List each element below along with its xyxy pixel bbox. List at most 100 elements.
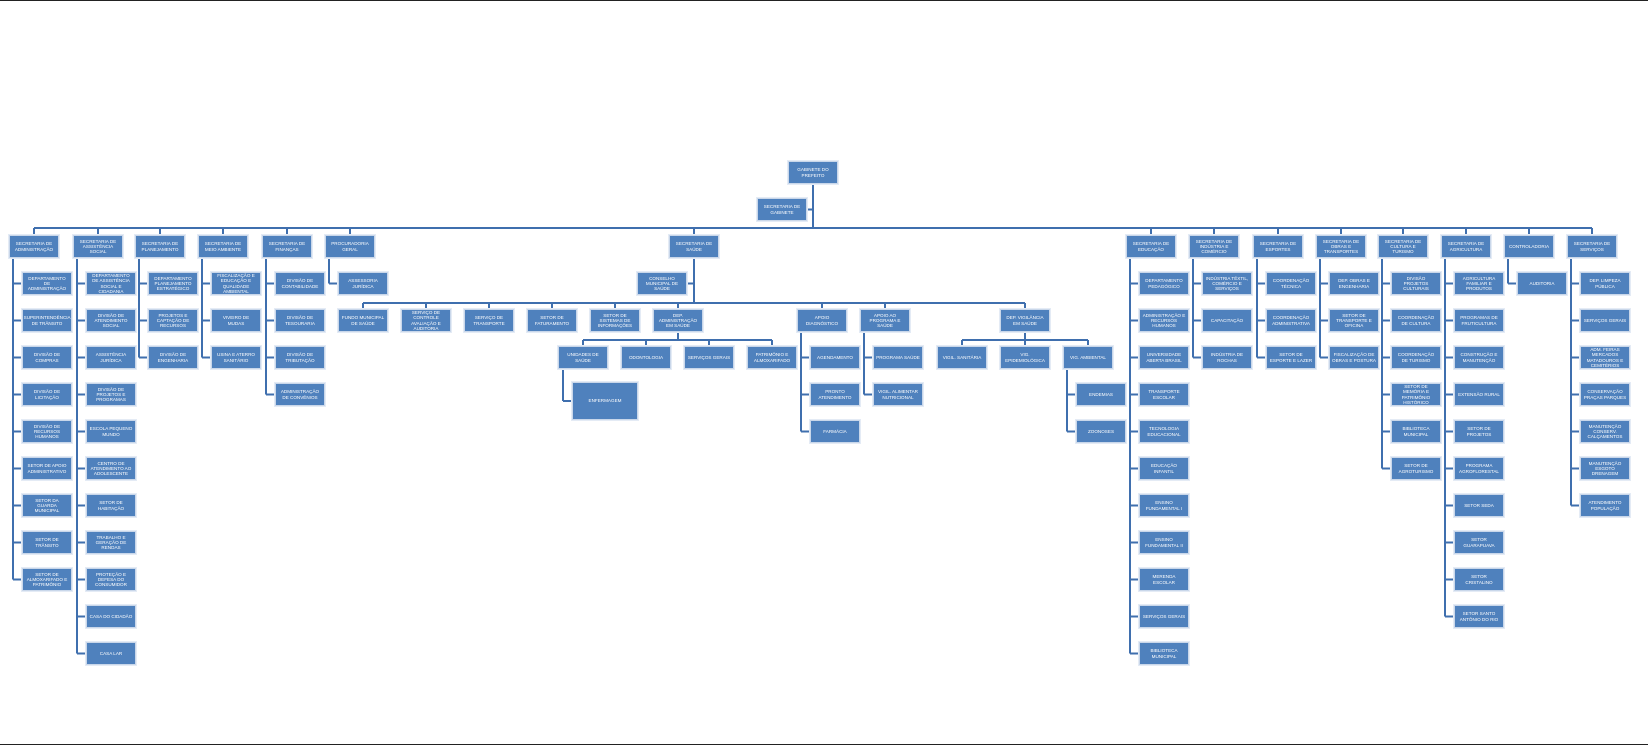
health-sub-unit-node: ENDEMIAS <box>1076 383 1126 406</box>
health-sub-unit-node: PRONTO ATENDIMENTO <box>810 383 860 406</box>
sub-unit-node: SETOR SEDA <box>1454 494 1504 517</box>
health-unit-node: SETOR DE SISTEMAS DE INFORMAÇÕES <box>590 309 640 332</box>
sub-unit-node: CASA DO CIDADÃO <box>86 605 136 628</box>
health-unit-node: FUNDO MUNICIPAL DE SAÚDE <box>338 309 388 332</box>
sub-unit-node: SETOR DE APOIO ADMINISTRATIVO <box>22 457 72 480</box>
health-sub-unit-node: VIG. AMBIENTAL <box>1063 346 1113 369</box>
health-sub-unit-node: ZOONOSES <box>1076 420 1126 443</box>
sub-unit-node: SERVIÇOS GERAIS <box>1580 309 1630 332</box>
sub-unit-node: SETOR DE ESPORTE E LAZER <box>1266 346 1316 369</box>
health-sub-unit-node: VIG. EPIDEMIOLÓGICA <box>1000 346 1050 369</box>
health-unit-node: APOIO AO PROGRAMA E SAÚDE <box>860 309 910 332</box>
sub-unit-node: COORDENAÇÃO DE CULTURA <box>1391 309 1441 332</box>
sub-unit-node: ADMINISTRAÇÃO E RECURSOS HUMANOS <box>1139 309 1189 332</box>
sub-unit-node: SETOR DE TRÂNSITO <box>22 531 72 554</box>
sub-unit-node: ESCOLA PEQUENO MUNDO <box>86 420 136 443</box>
sub-unit-node: SUPERINTENDÊNCIA DE TRÂNSITO <box>22 309 72 332</box>
sub-unit-node: SETOR SANTO ANTÔNIO DO RIO <box>1454 605 1504 628</box>
health-sub-unit-node: PATRIMÔNIO E ALMOXARIFADO <box>747 346 797 369</box>
sub-unit-node: COORDENAÇÃO DE TURISMO <box>1391 346 1441 369</box>
department-node: SECRETARIA DE SERVIÇOS <box>1567 235 1617 258</box>
sub-unit-node: EXTENSÃO RURAL <box>1454 383 1504 406</box>
node-gabinete-do-prefeito: GABINETE DO PREFEITO <box>788 161 838 184</box>
department-node: SECRETARIA DE AGRICULTURA <box>1441 235 1491 258</box>
sub-unit-node: DEPARTAMENTO PEDAGÓGICO <box>1139 272 1189 295</box>
health-sub-unit-node: UNIDADES DE SAÚDE <box>558 346 608 369</box>
department-node: PROCURADORIA GERAL <box>325 235 375 258</box>
sub-unit-node: CONSTRUÇÃO E MANUTENÇÃO <box>1454 346 1504 369</box>
sub-unit-node: INDÚSTRIA TÊXTIL, COMÉRCIO E SERVIÇOS <box>1202 272 1252 295</box>
department-node: SECRETARIA DE ASSISTÊNCIA SOCIAL <box>73 235 123 258</box>
sub-unit-node: SETOR CRISTALINO <box>1454 568 1504 591</box>
sub-unit-node: MANUTENÇÃO CONSERV. CALÇAMENTOS <box>1580 420 1630 443</box>
sub-unit-node: COORDENAÇÃO ADMINISTRATIVA <box>1266 309 1316 332</box>
sub-unit-node: DIVISÃO DE LICITAÇÃO <box>22 383 72 406</box>
sub-unit-node: SETOR DE MEMÓRIA E PATRIMÔNIO HISTÓRICO <box>1391 383 1441 406</box>
health-unit-node: DEP. VIGILÂNCIA EM SAÚDE <box>1000 309 1050 332</box>
sub-unit-node: CENTRO DE ATENDIMENTO AO ADOLESCENTE <box>86 457 136 480</box>
sub-unit-node: PROGRAMAS DE FRUTICULTURA <box>1454 309 1504 332</box>
health-sub-unit-node: PROGRAMA SAÚDE <box>873 346 923 369</box>
sub-unit-node: CAPACITAÇÃO <box>1202 309 1252 332</box>
sub-unit-node: MANUTENÇÃO ESGOTO DRENAGEM <box>1580 457 1630 480</box>
health-unit-node: SETOR DE FATURAMENTO <box>527 309 577 332</box>
sub-unit-node: CASA LAR <box>86 642 136 665</box>
sub-unit-node: FISCALIZAÇÃO DE OBRAS E POSTURA <box>1329 346 1379 369</box>
sub-unit-node: AGRICULTURA FAMILIAR E PRODUTOS <box>1454 272 1504 295</box>
health-sub-unit-node: VIGIL. ALIMENTAR NUTRICIONAL <box>873 383 923 406</box>
sub-unit-node: TRABALHO E GERAÇÃO DE RENDAS <box>86 531 136 554</box>
sub-unit-node: DEPARTAMENTO DE ASSISTÊNCIA SOCIAL E CID… <box>86 272 136 295</box>
department-node: SECRETARIA DE EDUCAÇÃO <box>1126 235 1176 258</box>
sub-unit-node: DEPARTAMENTO PLANEJAMENTO ESTRATÉGICO <box>148 272 198 295</box>
sub-unit-node: SETOR DA GUARDA MUNICIPAL <box>22 494 72 517</box>
department-node: SECRETARIA DE INDÚSTRIA E COMÉRCIO <box>1189 235 1239 258</box>
sub-unit-node: PROJETOS E CAPTAÇÃO DE RECURSOS <box>148 309 198 332</box>
sub-unit-node: DEP. OBRAS E ENGENHARIA <box>1329 272 1379 295</box>
sub-unit-node: ATENDIMENTO POPULAÇÃO <box>1580 494 1630 517</box>
sub-unit-node: ADM. FEIRAS MERCADOS MATADOUROS E CEMITÉ… <box>1580 346 1630 369</box>
department-node: SECRETARIA DE MEIO AMBIENTE <box>198 235 248 258</box>
sub-unit-node: DEP. LIMPEZA PÚBLICA <box>1580 272 1630 295</box>
sub-unit-node: SERVIÇOS GERAIS <box>1139 605 1189 628</box>
node-secretaria-de-gabinete: SECRETARIA DE GABINETE <box>757 198 807 221</box>
sub-unit-node: DIVISÃO DE ENGENHARIA <box>148 346 198 369</box>
health-sub-unit-node: ODONTOLOGIA <box>621 346 671 369</box>
sub-unit-node: BIBLIOTECA MUNICIPAL <box>1139 642 1189 665</box>
sub-unit-node: ASSESSORIA JURÍDICA <box>338 272 388 295</box>
sub-unit-node: DEPARTAMENTO DE ADMINISTRAÇÃO <box>22 272 72 295</box>
sub-unit-node: PROGRAMA AGROFLORESTAL <box>1454 457 1504 480</box>
sub-unit-node: PROTEÇÃO E DEFESA DO CONSUMIDOR <box>86 568 136 591</box>
sub-unit-node: UNIVERSIDADE ABERTA BRASIL <box>1139 346 1189 369</box>
health-sub-unit-node: FARMÁCIA <box>810 420 860 443</box>
health-unit-node: SERVIÇO DE TRANSPORTE <box>464 309 514 332</box>
sub-unit-node: MERENDA ESCOLAR <box>1139 568 1189 591</box>
sub-unit-node: SETOR DE AGROTURISMO <box>1391 457 1441 480</box>
department-node: CONTROLADORIA <box>1504 235 1554 258</box>
department-node: SECRETARIA DE ADMINISTRAÇÃO <box>9 235 59 258</box>
sub-unit-node: DIVISÃO DE COMPRAS <box>22 346 72 369</box>
sub-unit-node: ENSINO FUNDAMENTAL II <box>1139 531 1189 554</box>
sub-unit-node: ASSISTÊNCIA JURÍDICA <box>86 346 136 369</box>
sub-unit-node: TRANSPORTE ESCOLAR <box>1139 383 1189 406</box>
sub-unit-node: CONSERVAÇÃO PRAÇAS PARQUES <box>1580 383 1630 406</box>
node-conselho-municipal-saude: CONSELHO MUNICIPAL DE SAÚDE <box>637 272 687 295</box>
sub-unit-node: DIVISÃO DE CONTABILIDADE <box>275 272 325 295</box>
sub-unit-node: ENSINO FUNDAMENTAL I <box>1139 494 1189 517</box>
department-node: SECRETARIA DE CULTURA E TURISMO <box>1378 235 1428 258</box>
frame-bottom-border <box>0 744 1648 745</box>
health-unit-node: APOIO DIAGNÓSTICO <box>797 309 847 332</box>
sub-unit-node: DIVISÃO DE TESOURARIA <box>275 309 325 332</box>
health-sub-unit-node: SERVIÇOS GERAIS <box>684 346 734 369</box>
sub-unit-node: DIVISÃO DE RECURSOS HUMANOS <box>22 420 72 443</box>
sub-unit-node: SETOR DE PROJETOS <box>1454 420 1504 443</box>
frame-top-border <box>0 0 1648 1</box>
department-node: SECRETARIA DE ESPORTES <box>1253 235 1303 258</box>
department-node: SECRETARIA DE FINANÇAS <box>262 235 312 258</box>
health-unit-node: SERVIÇO DE CONTROLE AVALIAÇÃO E AUDITORI… <box>401 309 451 332</box>
sub-unit-node: TECNOLOGIA EDUCACIONAL <box>1139 420 1189 443</box>
department-node: SECRETARIA DE PLANEJAMENTO <box>135 235 185 258</box>
sub-unit-node: SETOR DE ALMOXARIFADO E PATRIMÔNIO <box>22 568 72 591</box>
sub-unit-node: SETOR DE TRANSPORTE E OFICINA <box>1329 309 1379 332</box>
sub-unit-node: COORDENAÇÃO TÉCNICA <box>1266 272 1316 295</box>
